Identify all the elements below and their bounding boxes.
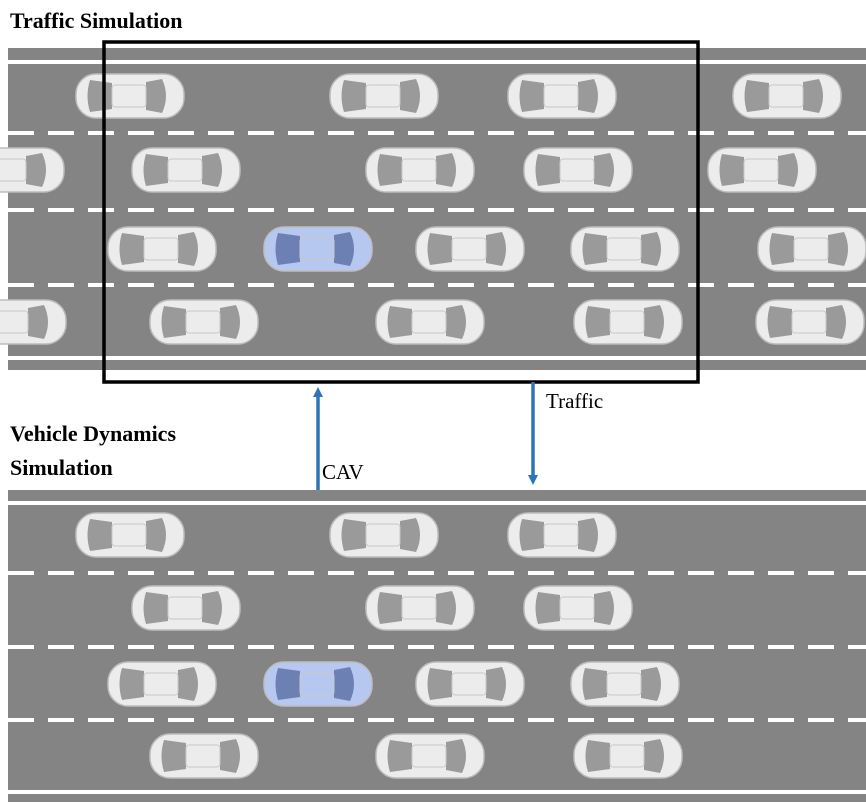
car-top-view-icon xyxy=(329,512,439,558)
car-top-view-icon xyxy=(75,73,185,119)
car-top-view-icon xyxy=(0,299,67,345)
car-top-view-icon xyxy=(757,226,866,272)
car-top-view-icon xyxy=(75,512,185,558)
car-top-view-icon xyxy=(131,585,241,631)
car-top-view-icon xyxy=(573,299,683,345)
cav-arrow-label: CAV xyxy=(322,460,364,484)
car-top-view-icon xyxy=(107,226,217,272)
car-top-view-icon xyxy=(570,661,680,707)
traffic-arrow-label: Traffic xyxy=(546,389,603,413)
car-top-view-icon xyxy=(329,73,439,119)
car-top-view-icon xyxy=(523,147,633,193)
car-top-view-icon xyxy=(149,299,259,345)
traffic-simulation-road xyxy=(0,48,866,370)
vehicle-dynamics-title: Vehicle Dynamics xyxy=(10,421,176,446)
car-top-view-icon xyxy=(507,73,617,119)
traffic-vehicles xyxy=(0,73,866,345)
car-top-view-icon xyxy=(131,147,241,193)
dynamics-vehicles xyxy=(75,512,683,779)
car-top-view-icon xyxy=(375,733,485,779)
traffic-simulation-title: Traffic Simulation xyxy=(10,8,183,33)
car-top-view-icon xyxy=(365,147,475,193)
cav-car-top-view-icon xyxy=(263,661,373,707)
car-top-view-icon xyxy=(415,661,525,707)
car-top-view-icon xyxy=(570,226,680,272)
cav-car-top-view-icon xyxy=(263,226,373,272)
car-top-view-icon xyxy=(507,512,617,558)
car-top-view-icon xyxy=(523,585,633,631)
car-top-view-icon xyxy=(573,733,683,779)
car-top-view-icon xyxy=(107,661,217,707)
car-top-view-icon xyxy=(375,299,485,345)
car-top-view-icon xyxy=(365,585,475,631)
car-top-view-icon xyxy=(732,73,842,119)
traffic-simulation-frame xyxy=(102,40,700,384)
car-top-view-icon xyxy=(0,147,65,193)
car-top-view-icon xyxy=(707,147,817,193)
car-top-view-icon xyxy=(415,226,525,272)
vehicle-dynamics-title-line2: Simulation xyxy=(10,455,113,480)
car-top-view-icon xyxy=(755,299,865,345)
car-top-view-icon xyxy=(149,733,259,779)
vehicle-dynamics-road xyxy=(8,490,866,802)
